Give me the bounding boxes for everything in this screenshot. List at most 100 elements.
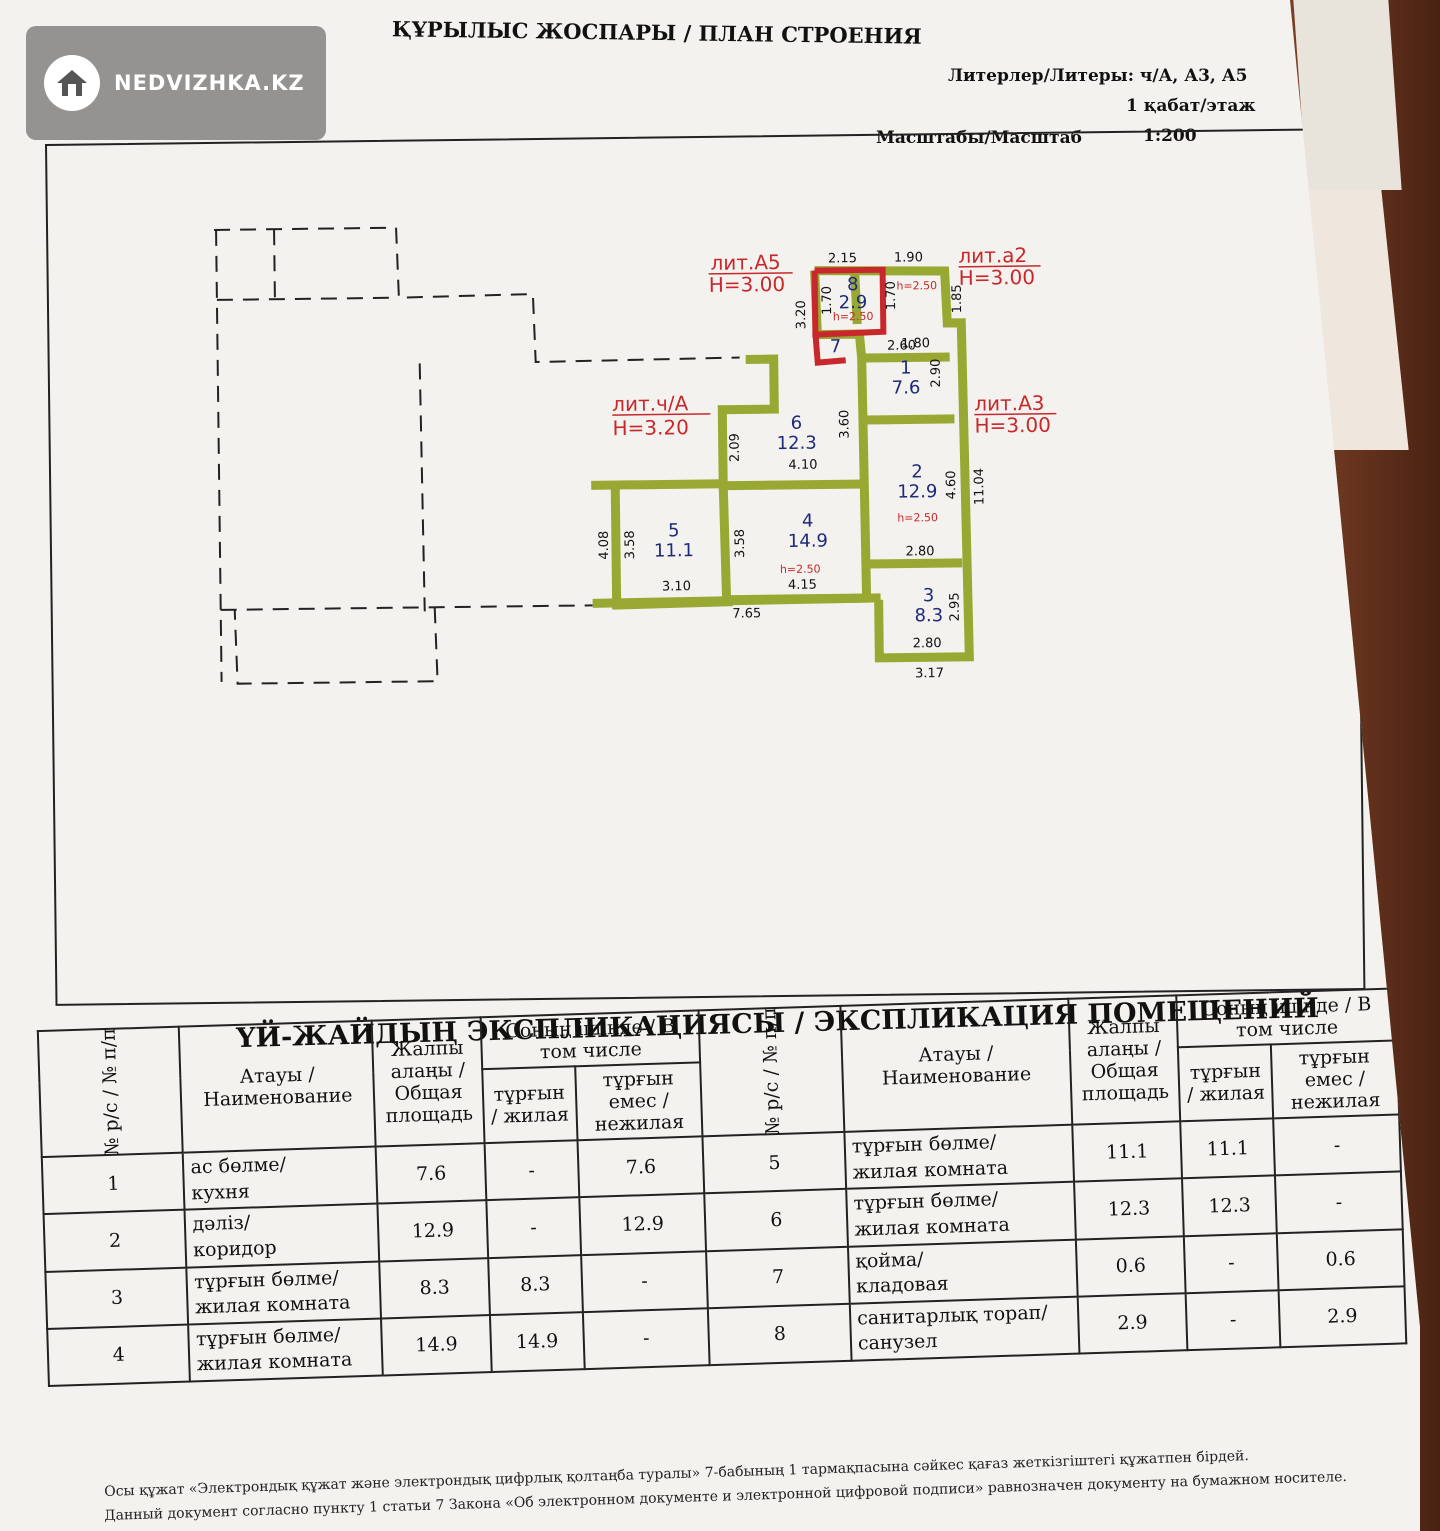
dim: 2.80 (905, 544, 934, 559)
cell: 2.9 (1077, 1293, 1188, 1354)
cell: - (1184, 1232, 1279, 1294)
lit-cha-height: Н=3.20 (612, 415, 689, 440)
cell: 7.6 (577, 1136, 705, 1198)
lit-a5-height: Н=3.00 (709, 272, 786, 297)
room-1-number: 1 (900, 357, 912, 378)
dim: h=2.50 (897, 511, 938, 524)
document-title: ҚҰРЫЛЫС ЖОСПАРЫ / ПЛАН СТРОЕНИЯ (391, 16, 922, 49)
room-2-number: 2 (911, 461, 923, 482)
dim: 11.04 (972, 468, 987, 505)
cell: 0.6 (1075, 1235, 1187, 1297)
col-total-header: Жалпы алаңы / Общая площадь (1068, 995, 1181, 1125)
col-incl-header: Соның ішінде / В том числе (1176, 988, 1397, 1047)
cell: дәліз/коридор (184, 1203, 380, 1268)
cell: 2 (43, 1209, 187, 1272)
room-7-number: 7 (830, 336, 842, 357)
cell: 7.6 (375, 1143, 487, 1204)
plan-frame: лит.А5 Н=3.00 лит.а2 Н=3.00 лит.ч/А Н=3.… (45, 127, 1366, 1006)
dim: 2.15 (828, 251, 857, 266)
cell: тұрғын бөлме/жилая комната (846, 1181, 1076, 1247)
dim: 2.90 (929, 359, 944, 388)
floor: 1 қабат/этаж (1126, 96, 1256, 116)
col-total-header: Жалпы алаңы / Общая площадь (371, 1017, 485, 1147)
scale-label: Масштабы/Масштаб (876, 128, 1082, 148)
dim: 1.70 (884, 281, 899, 310)
room-8-number: 8 (847, 274, 859, 295)
floor-plan: лит.А5 Н=3.00 лит.а2 Н=3.00 лит.ч/А Н=3.… (214, 226, 1057, 685)
cell: 6 (704, 1189, 848, 1251)
col-name-header: Атауы / Наименование (179, 1020, 376, 1153)
dim: h=2.50 (833, 310, 874, 323)
dim: 1.80 (901, 336, 930, 351)
liters: Литерлер/Литеры: ч/А, А3, А5 (948, 66, 1248, 86)
cell: 2.9 (1278, 1286, 1407, 1348)
cell: 8 (708, 1303, 852, 1366)
home-icon (44, 55, 100, 111)
lit-a5: лит.А5 (710, 250, 780, 275)
lit-cha: лит.ч/А (612, 391, 689, 416)
cell: тұрғын бөлме/жилая комната (186, 1261, 382, 1325)
cell: - (580, 1250, 709, 1313)
room-2-area: 12.9 (897, 481, 937, 502)
dim: 4.60 (944, 470, 959, 499)
room-4-area: 14.9 (788, 530, 828, 551)
dim: h=2.50 (780, 563, 821, 576)
room-4-number: 4 (802, 511, 814, 532)
cell: - (582, 1308, 711, 1370)
cell: 7 (706, 1246, 850, 1309)
cell: 14.9 (489, 1312, 585, 1373)
lit-a3: лит.А3 (974, 391, 1044, 416)
cell: - (1273, 1114, 1401, 1176)
cell: 14.9 (381, 1314, 492, 1376)
cell: тұрғын бөлме/жилая комната (844, 1124, 1074, 1190)
lit-a3-height: Н=3.00 (974, 413, 1051, 438)
cell: 11.1 (1072, 1121, 1183, 1182)
dim: 3.17 (915, 666, 944, 681)
dim: 3.58 (733, 529, 748, 558)
col-living-header: тұрғын / жилая (1178, 1044, 1274, 1122)
room-6-area: 12.3 (777, 433, 817, 454)
lit-a2: лит.а2 (958, 243, 1027, 268)
explication-table-wrap: № р/с / № п/п Атауы / Наименование Жалпы… (37, 987, 1408, 1387)
cell: ас бөлме/кухня (183, 1146, 378, 1210)
paper-edge (1293, 0, 1402, 190)
dim: 1.85 (950, 284, 965, 313)
col-num-header: № р/с / № п/п (37, 1026, 184, 1158)
col-num-header: № р/с / № п/п (698, 1005, 845, 1137)
cell: - (484, 1140, 579, 1201)
room-6-number: 6 (791, 413, 803, 434)
walls-a5 (811, 266, 887, 366)
col-living-header: тұрғын / жилая (482, 1065, 578, 1144)
cell: 8.3 (379, 1257, 490, 1319)
cell: 11.1 (1180, 1118, 1275, 1179)
dim: 7.65 (732, 606, 761, 621)
dim: 2.95 (948, 592, 963, 621)
lit-a2-height: Н=3.00 (959, 265, 1036, 290)
watermark-text: NEDVIZHKA.KZ (114, 71, 305, 95)
cell: - (1274, 1171, 1403, 1233)
walls (591, 266, 974, 663)
dim: 4.08 (597, 531, 612, 560)
col-name-header: Атауы / Наименование (840, 998, 1073, 1132)
room-5-number: 5 (668, 520, 680, 541)
col-incl-header: Соның ішінде / В том числе (480, 1010, 701, 1069)
cell: қойма/кладовая (847, 1239, 1078, 1304)
cell: 8.3 (488, 1254, 583, 1315)
scale-value: 1:200 (1143, 126, 1197, 146)
dim: 1.90 (894, 250, 923, 265)
room-3-number: 3 (923, 585, 935, 606)
cell: 5 (702, 1131, 847, 1194)
explication-table: № р/с / № п/п Атауы / Наименование Жалпы… (37, 987, 1408, 1387)
dim: 3.10 (662, 579, 691, 594)
cell: - (1186, 1290, 1281, 1351)
dim: 2.60 (887, 338, 916, 353)
cell: 12.9 (377, 1200, 489, 1262)
cell: санитарлық торап/санузел (849, 1296, 1080, 1361)
room-5-area: 11.1 (654, 540, 694, 561)
cell: 12.3 (1073, 1178, 1185, 1240)
dim: 3.58 (623, 530, 638, 559)
dim: 2.09 (728, 433, 743, 462)
dim: h=2.50 (896, 279, 937, 292)
watermark: NEDVIZHKA.KZ (26, 26, 326, 140)
